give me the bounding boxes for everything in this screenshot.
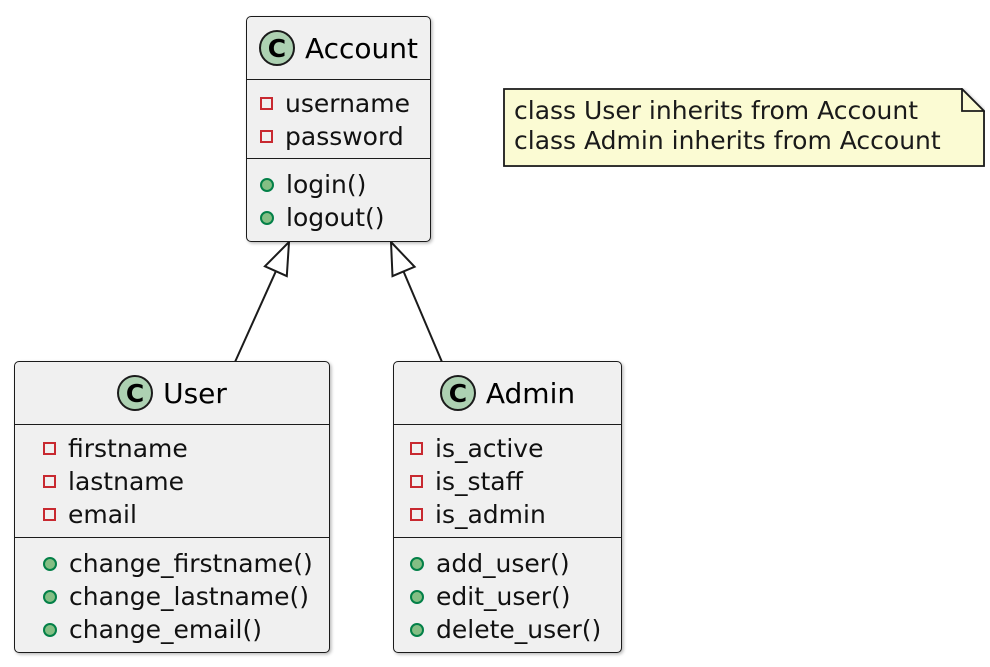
method-icon xyxy=(410,589,424,604)
methods-section: login() logout() xyxy=(247,158,430,241)
method-label: login() xyxy=(286,170,367,199)
inheritance-arrow-user-account xyxy=(234,239,291,363)
method-icon xyxy=(43,622,57,637)
method-icon xyxy=(260,177,274,192)
methods-section: add_user() edit_user() delete_user() xyxy=(394,537,621,652)
attribute-label: lastname xyxy=(68,467,184,496)
attributes-section: username password xyxy=(247,79,430,158)
field-icon xyxy=(260,130,273,143)
field-icon xyxy=(410,442,423,455)
method-icon xyxy=(410,622,424,637)
attribute-label: password xyxy=(285,122,404,151)
class-header: C User xyxy=(15,362,329,424)
field-icon xyxy=(43,508,56,521)
method-row: login() xyxy=(260,168,430,201)
attributes-section: is_active is_staff is_admin xyxy=(394,424,621,537)
class-box-account: C Account username password login() logo… xyxy=(246,16,431,242)
field-icon xyxy=(410,508,423,521)
class-title: User xyxy=(163,376,227,410)
note-line: class User inherits from Account xyxy=(514,96,919,125)
method-label: add_user() xyxy=(436,549,570,578)
method-row: logout() xyxy=(260,201,430,234)
method-icon xyxy=(410,556,424,571)
method-row: add_user() xyxy=(410,547,621,580)
note: class User inherits from Account class A… xyxy=(503,88,985,167)
class-box-user: C User firstname lastname email change_f… xyxy=(14,361,330,653)
attribute-label: is_staff xyxy=(435,467,523,496)
attribute-label: is_active xyxy=(435,434,544,463)
method-row: change_lastname() xyxy=(43,580,329,613)
attribute-row: firstname xyxy=(43,432,329,465)
attribute-label: email xyxy=(68,500,137,529)
attribute-row: lastname xyxy=(43,465,329,498)
class-stereotype-icon: C xyxy=(439,375,476,411)
method-row: change_email() xyxy=(43,613,329,646)
class-box-admin: C Admin is_active is_staff is_admin add_… xyxy=(393,361,622,653)
class-header: C Admin xyxy=(394,362,621,424)
attributes-section: firstname lastname email xyxy=(15,424,329,537)
class-stereotype-icon: C xyxy=(258,30,295,66)
class-header: C Account xyxy=(247,17,430,79)
field-icon xyxy=(43,442,56,455)
class-stereotype-icon: C xyxy=(117,375,154,411)
note-body: class User inherits from Account class A… xyxy=(503,88,985,156)
method-icon xyxy=(43,556,57,571)
attribute-label: username xyxy=(285,89,410,118)
field-icon xyxy=(260,97,273,110)
method-icon xyxy=(260,210,274,225)
inheritance-arrow-admin-account xyxy=(389,239,443,363)
attribute-row: email xyxy=(43,498,329,531)
attribute-label: firstname xyxy=(68,434,188,463)
attribute-row: is_staff xyxy=(410,465,621,498)
attribute-row: password xyxy=(260,120,430,153)
field-icon xyxy=(43,475,56,488)
method-label: change_email() xyxy=(69,615,262,644)
field-icon xyxy=(410,475,423,488)
note-line: class Admin inherits from Account xyxy=(514,126,941,155)
method-label: change_firstname() xyxy=(69,549,313,578)
class-title: Admin xyxy=(485,376,576,410)
method-label: change_lastname() xyxy=(69,582,310,611)
attribute-label: is_admin xyxy=(435,500,546,529)
attribute-row: username xyxy=(260,87,430,120)
method-label: logout() xyxy=(286,203,385,232)
note-shape xyxy=(503,88,985,167)
method-row: delete_user() xyxy=(410,613,621,646)
class-title: Account xyxy=(304,31,419,65)
method-row: edit_user() xyxy=(410,580,621,613)
note-fold-corner-icon xyxy=(961,88,985,112)
methods-section: change_firstname() change_lastname() cha… xyxy=(15,537,329,652)
method-label: edit_user() xyxy=(436,582,571,611)
attribute-row: is_active xyxy=(410,432,621,465)
method-label: delete_user() xyxy=(436,615,602,644)
method-icon xyxy=(43,589,57,604)
attribute-row: is_admin xyxy=(410,498,621,531)
method-row: change_firstname() xyxy=(43,547,329,580)
